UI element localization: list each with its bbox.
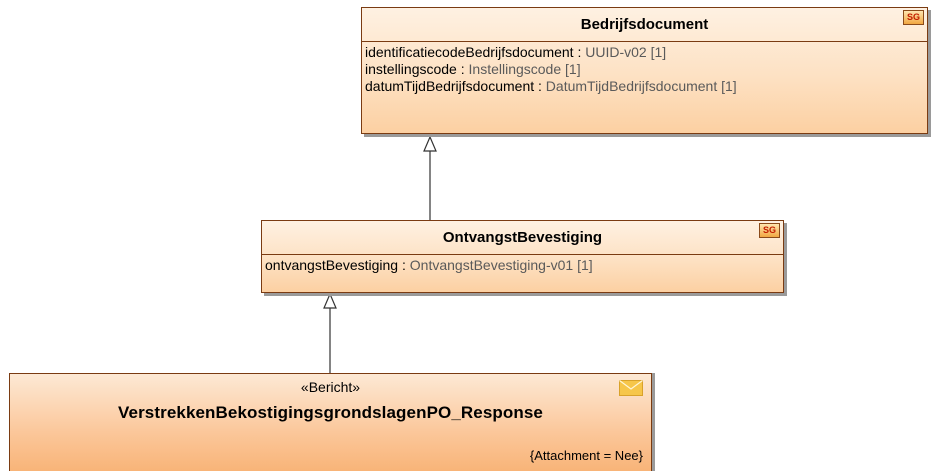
class-stereotype: «Bericht» [300, 379, 361, 395]
class-name: Bedrijfsdocument [580, 16, 709, 33]
generalization-arrowhead-bedrijfsdocument [423, 135, 437, 152]
attribute-compartment: ontvangstBevestiging : OntvangstBevestig… [262, 255, 783, 276]
sg-stereotype-badge-icon: SG [903, 10, 924, 25]
class-name: OntvangstBevestiging [442, 229, 603, 246]
generalization-arrowhead-ontvangst [323, 292, 337, 309]
class-name: VerstrekkenBekostigingsgrondslagenPO_Res… [118, 403, 543, 422]
sg-stereotype-badge-icon: SG [759, 223, 780, 238]
envelope-icon [619, 380, 643, 396]
attribute-row[interactable]: datumTijdBedrijfsdocument : DatumTijdBed… [365, 78, 737, 94]
attribute-row[interactable]: instellingscode : Instellingscode [1] [365, 61, 581, 77]
class-bedrijfsdocument[interactable]: Bedrijfsdocument SG identificatiecodeBed… [361, 7, 928, 134]
attribute-row[interactable]: identificatiecodeBedrijfsdocument : UUID… [365, 44, 667, 60]
tagged-value: {Attachment = Nee} [529, 448, 643, 463]
class-header: Bedrijfsdocument SG [362, 8, 927, 42]
attribute-compartment: identificatiecodeBedrijfsdocument : UUID… [362, 42, 927, 97]
class-verstrekken-response[interactable]: «Bericht» VerstrekkenBekostigingsgrondsl… [9, 373, 652, 471]
class-ontvangstbevestiging[interactable]: OntvangstBevestiging SG ontvangstBevesti… [261, 220, 784, 293]
attribute-row[interactable]: ontvangstBevestiging : OntvangstBevestig… [265, 257, 593, 273]
class-header: OntvangstBevestiging SG [262, 221, 783, 255]
